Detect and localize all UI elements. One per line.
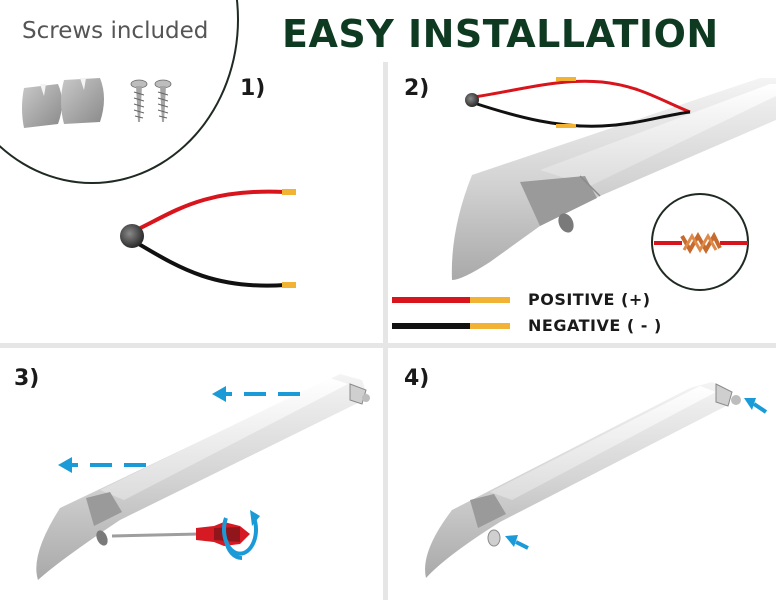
step-2-label: 2) [404, 76, 430, 101]
screwdriver [111, 522, 250, 546]
screws [130, 79, 172, 122]
step-3-rail [36, 374, 370, 580]
left-arrow-icon-upper [212, 386, 300, 402]
step-4-rail [425, 382, 741, 578]
step-4-label: 4) [404, 366, 430, 391]
legend-positive-label: POSITIVE (+) [528, 290, 651, 309]
vertical-divider [383, 62, 388, 600]
step-2-rail [451, 78, 776, 280]
step-1-wires [120, 189, 296, 288]
step-1-label: 1) [240, 76, 266, 101]
screws-included-label: Screws included [22, 18, 209, 44]
step-3-label: 3) [14, 366, 40, 391]
right-arrow-icon-upper [744, 398, 768, 414]
legend-negative-label: NEGATIVE ( - ) [528, 316, 662, 335]
page-title: EASY INSTALLATION [282, 12, 719, 56]
horizontal-divider [0, 343, 776, 348]
left-arrow-icon-lower [58, 457, 146, 473]
right-arrow-icon-lower [505, 535, 529, 550]
twisted-wire-detail [651, 193, 749, 291]
mounting-clips [22, 78, 104, 128]
legend-bars [392, 297, 510, 329]
rotate-icon [222, 510, 260, 561]
step-2-wires [465, 77, 691, 128]
